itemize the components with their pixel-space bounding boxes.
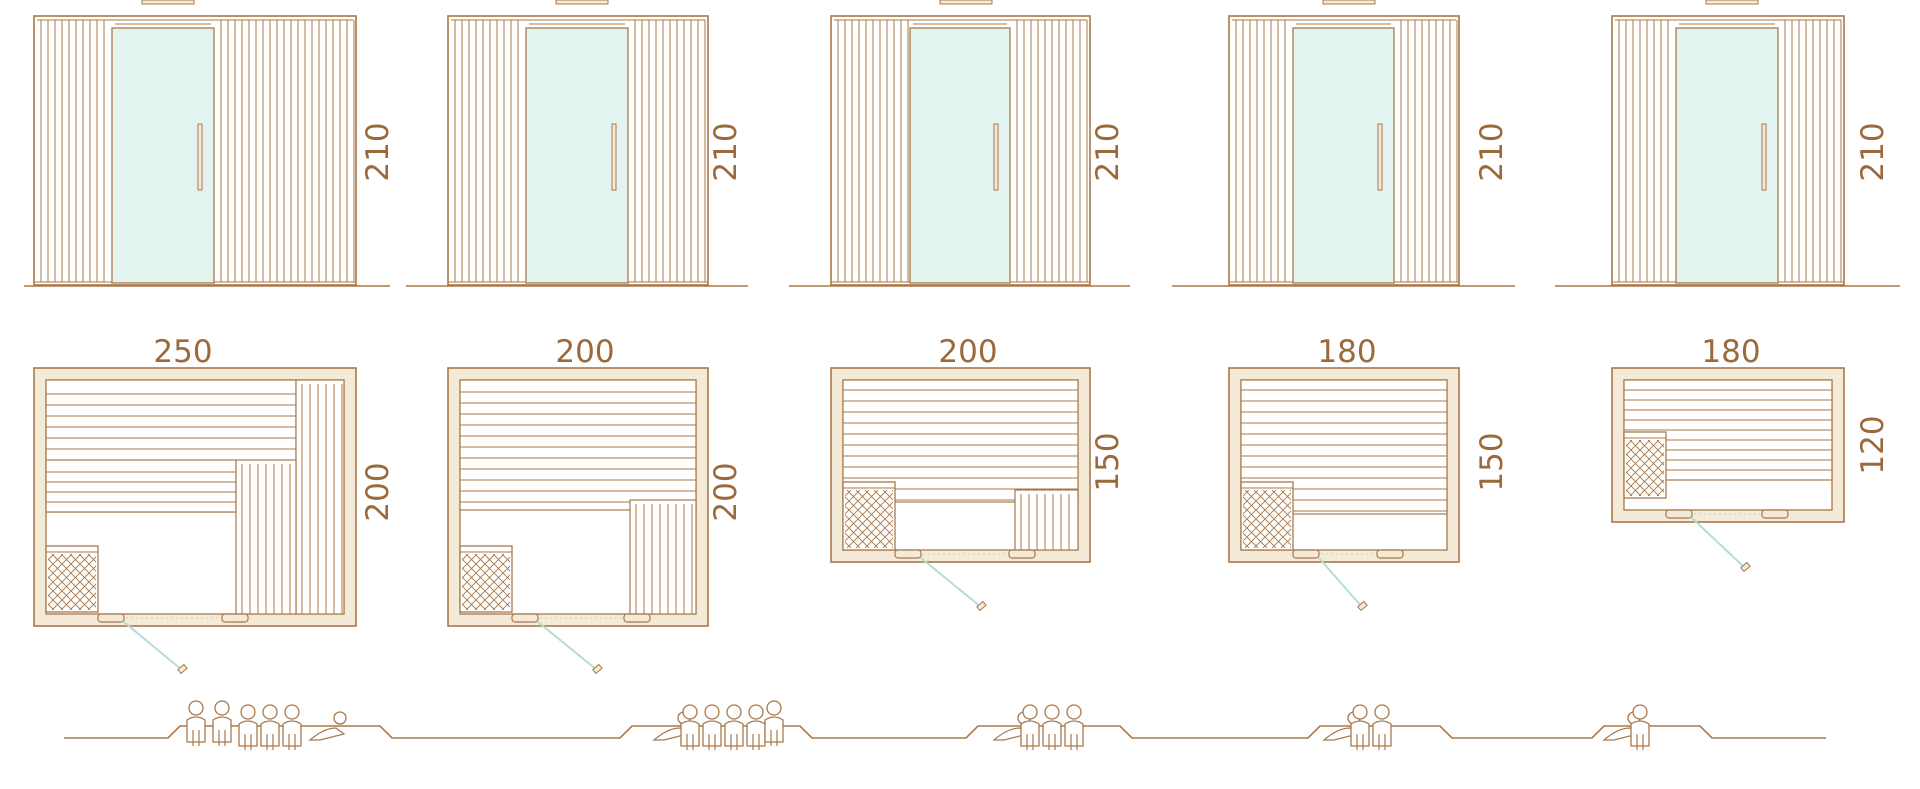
side-bench — [629, 499, 697, 615]
door-handle-icon — [177, 663, 188, 675]
side-bench — [1014, 489, 1079, 551]
door-jamb-right — [1008, 549, 1036, 559]
floor-plans: 250 200 200 200 200 150 180 150 180 120 — [33, 334, 1891, 675]
capacity-m5 — [1602, 704, 1650, 750]
top-vent — [939, 0, 993, 5]
door-jamb-left — [511, 613, 539, 623]
capacity-strip — [64, 700, 1826, 750]
door-handle-icon — [611, 123, 617, 191]
front-elevations: 210 210 210 210 210 — [24, 0, 1900, 287]
height-label: 210 — [360, 122, 396, 181]
person-icon — [746, 704, 766, 750]
open-door-leaf — [123, 621, 183, 671]
door-jamb-left — [97, 613, 125, 623]
depth-label: 150 — [1474, 432, 1510, 491]
depth-label: 200 — [360, 462, 396, 521]
person-icon — [212, 700, 232, 746]
top-vent — [1322, 0, 1376, 5]
plan-m3: 200 150 — [830, 334, 1126, 612]
width-label: 200 — [938, 334, 997, 370]
stove-grille-icon — [845, 490, 893, 548]
glass-door — [1675, 27, 1779, 284]
top-vent — [555, 0, 609, 5]
reclining-person-icon — [308, 711, 347, 741]
elevation-m4: 210 — [1172, 0, 1515, 287]
stove-grille-icon — [48, 554, 96, 610]
glass-door — [525, 27, 629, 284]
door-handle-icon — [1377, 123, 1383, 191]
width-label: 200 — [555, 334, 614, 370]
person-icon — [764, 700, 784, 746]
person-icon — [702, 704, 722, 750]
height-label: 210 — [1474, 122, 1510, 181]
capacity-m3 — [992, 704, 1084, 750]
height-label: 210 — [1090, 122, 1126, 181]
top-vent — [1705, 0, 1759, 5]
elevation-m1: 210 — [24, 0, 396, 287]
plan-m5: 180 120 — [1611, 334, 1891, 573]
door-jamb-right — [221, 613, 249, 623]
height-label: 210 — [1855, 122, 1891, 181]
door-jamb-right — [623, 613, 651, 623]
door-handle-icon — [1761, 123, 1767, 191]
width-label: 250 — [153, 334, 212, 370]
plan-m1: 250 200 — [33, 334, 396, 675]
open-door-leaf — [1318, 557, 1363, 608]
lower-bench — [45, 459, 237, 513]
stove-grille-icon — [1626, 440, 1664, 496]
door-handle-icon — [976, 600, 987, 612]
stove-grille-icon — [1243, 490, 1291, 548]
person-icon — [680, 704, 700, 750]
side-bench-upper — [295, 379, 345, 615]
person-icon — [1064, 704, 1084, 750]
person-icon — [724, 704, 744, 750]
person-icon — [1020, 704, 1040, 750]
width-label: 180 — [1317, 334, 1376, 370]
width-label: 180 — [1701, 334, 1760, 370]
depth-label: 150 — [1090, 432, 1126, 491]
capacity-m2 — [652, 700, 784, 750]
capacity-m4 — [1322, 704, 1392, 750]
plan-m2: 200 200 — [447, 334, 744, 675]
open-door-leaf — [537, 621, 598, 671]
elevation-m3: 210 — [789, 0, 1130, 287]
person-icon — [238, 704, 258, 750]
stove-grille-icon — [462, 554, 510, 610]
upper-bench — [459, 379, 697, 511]
door-jamb-right — [1376, 549, 1404, 559]
depth-label: 200 — [708, 462, 744, 521]
door-handle-icon — [592, 663, 603, 675]
person-icon — [1630, 704, 1650, 750]
elevation-m5: 210 — [1555, 0, 1900, 287]
glass-door — [909, 27, 1011, 284]
person-icon — [1350, 704, 1370, 750]
glass-door — [1292, 27, 1395, 284]
door-handle-icon — [993, 123, 999, 191]
door-jamb-left — [1665, 509, 1693, 519]
open-door-leaf — [1691, 517, 1746, 569]
door-jamb-left — [1292, 549, 1320, 559]
door-jamb-left — [894, 549, 922, 559]
depth-label: 120 — [1855, 415, 1891, 474]
person-icon — [1372, 704, 1392, 750]
plan-m4: 180 150 — [1228, 334, 1510, 612]
door-handle-icon — [197, 123, 203, 191]
capacity-m1 — [186, 700, 347, 750]
door-handle-icon — [1740, 561, 1751, 573]
person-icon — [186, 700, 206, 746]
person-icon — [260, 704, 280, 750]
person-icon — [282, 704, 302, 750]
person-icon — [1042, 704, 1062, 750]
door-handle-icon — [1357, 600, 1368, 612]
height-label: 210 — [708, 122, 744, 181]
door-jamb-right — [1761, 509, 1789, 519]
glass-door — [111, 27, 215, 284]
elevation-m2: 210 — [406, 0, 748, 287]
top-vent — [141, 0, 195, 5]
open-door-leaf — [920, 557, 982, 608]
